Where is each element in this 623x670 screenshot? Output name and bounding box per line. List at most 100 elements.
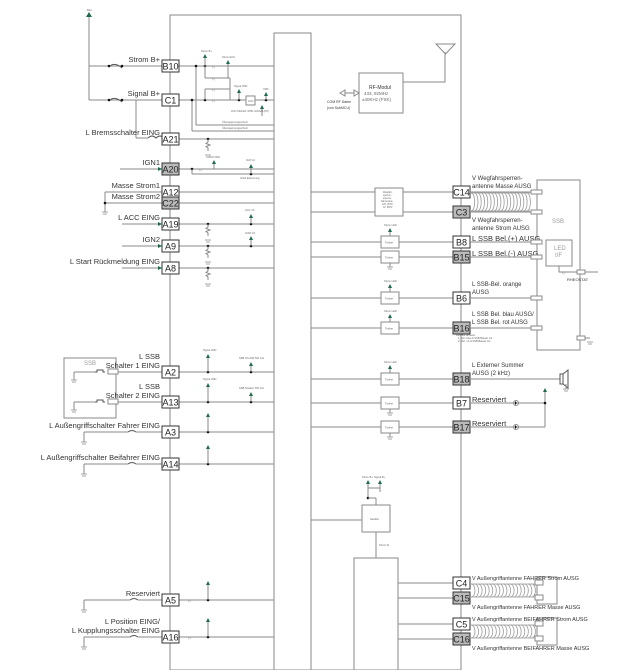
ground-icon: [102, 211, 108, 215]
door-antenna-connector: [534, 617, 558, 646]
pin-label: Signal B+: [128, 89, 161, 98]
pin-id: B18: [453, 375, 469, 385]
pin-id: C15: [453, 594, 470, 604]
pin-label: L ACC EING: [118, 213, 160, 222]
push-switch-icon: [95, 399, 105, 403]
pin-label: L SSB Bel.(+) AUSG: [472, 234, 540, 243]
resistor-icon: [204, 268, 212, 280]
ground-icon: [387, 436, 393, 440]
strom-ecu-label: Strom ECU: [222, 55, 235, 59]
power-arrow-icon: [260, 105, 264, 109]
diode-icon: ▷|: [212, 65, 215, 69]
ssb-vd-label: SSB VD+SW SW Out: [239, 356, 264, 360]
resistor-icon: [204, 139, 212, 151]
acc-vd-label: ACC Vd: [245, 208, 255, 212]
strom-w-label: Strom W: [379, 543, 390, 547]
diode-icon: |◁: [188, 599, 192, 603]
arrow-icon: [158, 222, 162, 226]
strom-led-label: Strom LED: [384, 279, 397, 283]
power-arrow-icon: [388, 228, 392, 232]
ssb-tast-label: SSB Tastatur SW Out: [239, 386, 264, 390]
connector-pin-c3: C3V Wegfahrsperren-antenne Strom AUSG: [452, 205, 543, 232]
pin-label-line2: L SSB Bel. rot AUSG: [472, 320, 528, 326]
pin-id: A16: [162, 633, 178, 643]
driver-antenna-coil-icon: [470, 583, 536, 598]
pin-id: C14: [453, 188, 470, 198]
power-arrow-icon: [264, 92, 268, 96]
signal-b-label: Signal B+: [374, 475, 386, 479]
power-arrow-icon: [543, 388, 547, 392]
pin-label-line1: L SSB-Bel. orange: [472, 282, 522, 288]
pin-label-line2: AUSG (2 kHz): [472, 371, 510, 377]
ssb-box-label: SSB: [552, 219, 564, 225]
diode-icon: ▷|: [212, 88, 215, 92]
batt-label: Batt: [87, 8, 92, 12]
pin-label-line2: Schalter 2 EING: [106, 391, 160, 400]
pin-id: A8: [165, 264, 176, 274]
ssb-switch-box: [63, 357, 117, 419]
overvoltage-label-2: Überspannungsschutz: [222, 126, 249, 130]
power-arrow-icon: [249, 392, 253, 396]
led-icon: [513, 400, 519, 406]
ground-icon: [71, 379, 77, 383]
overvoltage-label: Überspannungsschutz: [222, 120, 249, 124]
pin-label: L Start Rückmeldung EING: [70, 257, 160, 266]
driver-label: Treiber: [385, 327, 393, 331]
pin-id: C4: [456, 579, 468, 589]
pin-id: C3: [456, 208, 468, 218]
pin-id: B8: [456, 238, 467, 248]
pin-label: Reserviert: [472, 395, 507, 404]
pin-label-line2: Schalter 1 EING: [106, 361, 160, 370]
power-arrow-icon: [206, 413, 210, 417]
pin-label-line1: L SSB: [139, 352, 160, 361]
note-label: Hinweis Hinweis: [456, 333, 476, 337]
pin-id: B15: [453, 253, 469, 263]
diode-icon: ▷|: [212, 99, 215, 103]
rf-module-frequency: 433, 92MHz: [364, 91, 389, 96]
pin-label: V Außengriffantenne FAHRER Masse AUSG: [472, 605, 580, 611]
ign-vd-label: IGN Vd: [246, 158, 255, 162]
ground-icon: [205, 283, 211, 287]
signal-vdd-label: Signal VDD: [234, 84, 248, 88]
pin-id: A14: [162, 460, 178, 470]
pin-label: L Außengriffschalter Beifahrer EING: [41, 453, 160, 462]
pin-label-line1: V Wegfahrsperren-: [472, 218, 523, 224]
antenna-icon: [434, 43, 457, 55]
power-arrow-icon: [212, 160, 216, 164]
ign2-vd-label: IGN2 Vd: [245, 231, 256, 235]
power-arrow-icon: [388, 284, 392, 288]
pin-label-line1: L Position EING/: [105, 617, 161, 626]
push-switch-icon: [95, 369, 105, 373]
power-arrow-icon: [366, 480, 370, 484]
immo-line-3: antenne: [383, 197, 392, 200]
power-arrow-icon: [86, 12, 92, 17]
ground-icon: [387, 266, 393, 270]
ldo-label: LDO: [248, 99, 253, 103]
pin-label: Reserviert: [126, 589, 161, 598]
power-arrow-icon: [226, 60, 230, 64]
pin-id: A5: [165, 596, 176, 606]
note-line-2: 2: Rot, rot & SSB Bauart mit: [458, 339, 491, 343]
pin-id: A9: [165, 242, 176, 252]
pin-id: A3: [165, 428, 176, 438]
pin-label: V Außengriffantenne FAHRER Strom AUSG: [472, 576, 579, 582]
pin-id: A20: [162, 165, 178, 175]
connector-pin-b8: B8 L SSB Bel.(+) AUSG: [452, 234, 543, 249]
immo-line-5: 125, 2KHz: [382, 204, 394, 206]
connector-pin-a3: A3L Außengriffschalter Fahrer EING: [49, 421, 180, 439]
arrow-icon: [158, 266, 162, 270]
strom-led-label: Strom LED: [384, 223, 397, 227]
pin-label: Masse Strom1: [112, 181, 160, 190]
driver-label: Treiber: [385, 426, 393, 430]
mcu-block: [273, 32, 312, 670]
immobilizer-coil-icon: [470, 192, 531, 212]
power-arrow-icon: [249, 362, 253, 366]
pin-id: A12: [162, 188, 178, 198]
